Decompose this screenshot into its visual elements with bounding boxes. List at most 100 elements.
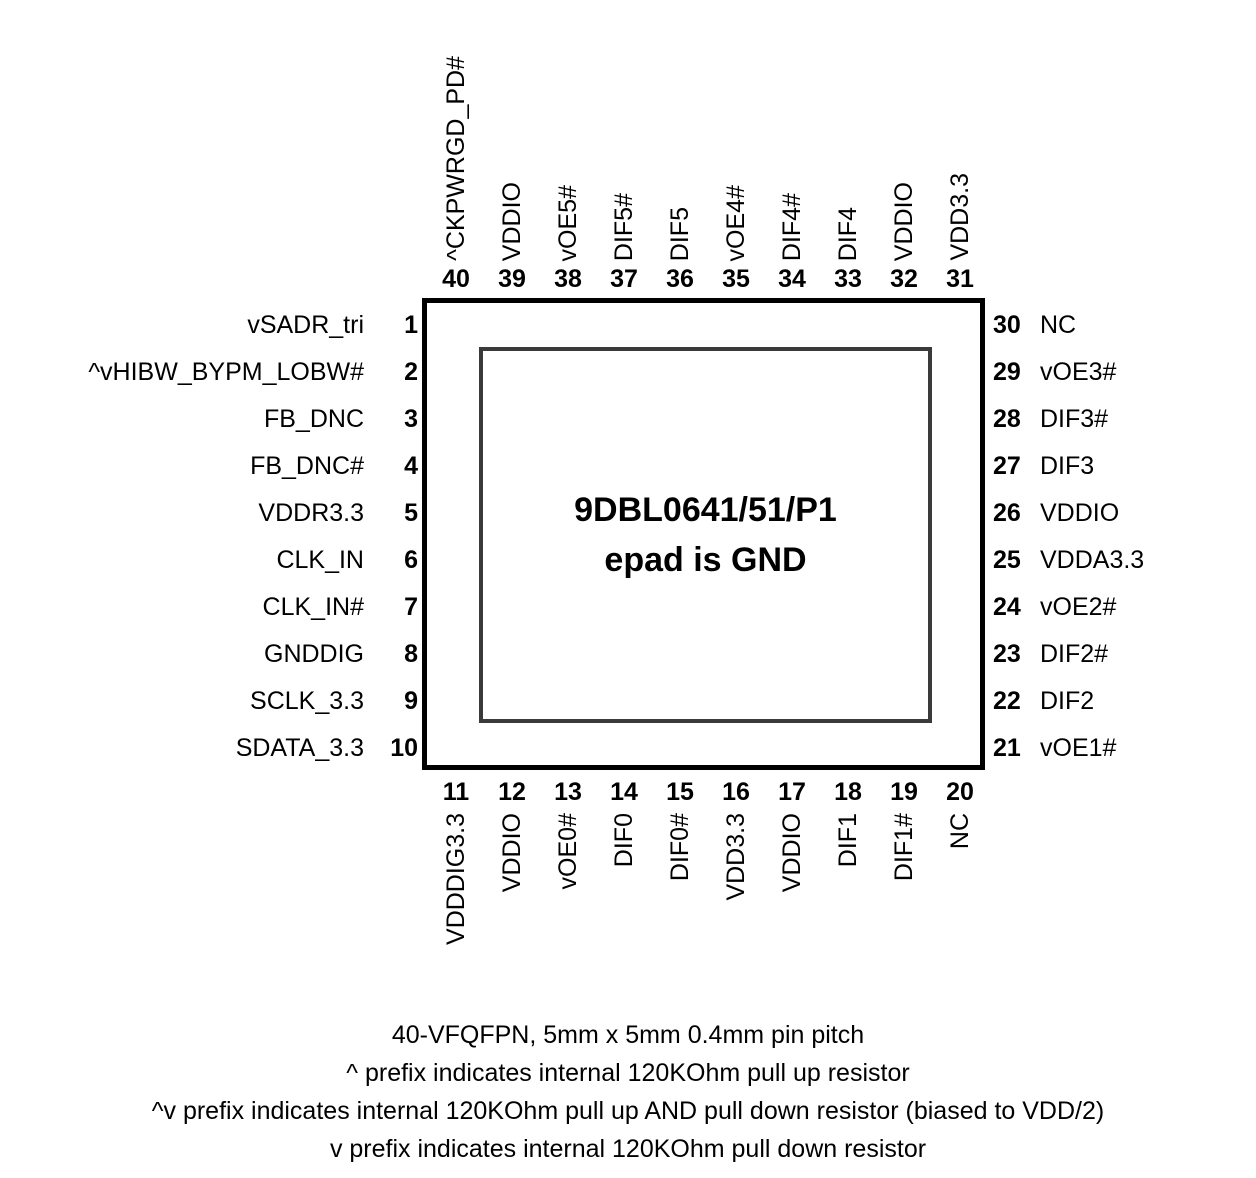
pin-label: DIF5# <box>609 192 638 261</box>
pin-label: DIF0 <box>609 813 638 868</box>
footer-notes: 40-VFQFPN, 5mm x 5mm 0.4mm pin pitch^ pr… <box>0 1016 1256 1168</box>
pin-label: VDDIO <box>1040 499 1120 527</box>
pin-row-left-2: ^vHIBW_BYPM_LOBW# 2 <box>88 349 418 396</box>
pin-label: DIF0# <box>665 813 694 882</box>
pin-number: 23 <box>993 640 1021 668</box>
pin-number: 27 <box>993 452 1021 480</box>
pin-label: FB_DNC <box>263 405 364 433</box>
pin-number: 16 <box>722 778 750 806</box>
pin-number: 39 <box>498 265 526 293</box>
pin-number: 33 <box>834 265 862 293</box>
pin-number: 28 <box>993 405 1021 433</box>
pin-label: DIF4# <box>777 192 806 261</box>
pin-number: 9 <box>404 687 418 715</box>
pin-col-top-35: vOE4# 35 <box>708 0 764 298</box>
pin-col-top-39: VDDIO 39 <box>484 0 540 298</box>
pin-label: vOE1# <box>1040 734 1117 762</box>
pin-label: NC <box>1040 311 1077 339</box>
pin-label: ^CKPWRGD_PD# <box>441 56 470 261</box>
pin-label: FB_DNC# <box>250 452 364 480</box>
pin-label: VDDIO <box>889 181 918 261</box>
pin-label: CLK_IN <box>276 546 364 574</box>
pin-label: DIF3# <box>1040 405 1109 433</box>
pin-number: 10 <box>390 734 418 762</box>
pin-label: vSADR_tri <box>247 311 364 339</box>
pin-row-left-7: CLK_IN# 7 <box>263 584 418 631</box>
pin-number: 11 <box>442 778 470 806</box>
pin-label: VDDIO <box>497 181 526 261</box>
pin-number: 7 <box>404 593 418 621</box>
pin-label: NC <box>945 813 974 850</box>
pin-number: 25 <box>993 546 1021 574</box>
pin-label: ^vHIBW_BYPM_LOBW# <box>88 358 364 386</box>
pin-row-left-5: VDDR3.3 5 <box>258 490 418 537</box>
pin-row-right-27: 27 DIF3 <box>993 443 1094 490</box>
pin-number: 22 <box>993 687 1021 715</box>
pin-row-left-3: FB_DNC 3 <box>264 396 418 443</box>
pin-label: vOE0# <box>553 813 582 890</box>
epad-outline <box>479 347 932 723</box>
pin-label: VDDIO <box>497 813 526 893</box>
pin-row-right-24: 24 vOE2# <box>993 584 1116 631</box>
pin-number: 24 <box>993 593 1021 621</box>
pin-number: 2 <box>404 358 418 386</box>
pin-row-left-10: SDATA_3.3 10 <box>236 725 418 772</box>
pin-label: VDDDIG3.3 <box>441 813 470 945</box>
pin-number: 19 <box>890 778 918 806</box>
pin-label: VDD3.3 <box>945 173 974 261</box>
footer-note-1: 40-VFQFPN, 5mm x 5mm 0.4mm pin pitch <box>391 1021 865 1049</box>
pin-number: 17 <box>778 778 806 806</box>
pin-number: 21 <box>993 734 1021 762</box>
pin-number: 18 <box>834 778 862 806</box>
pin-row-right-23: 23 DIF2# <box>993 631 1108 678</box>
pin-label: CLK_IN# <box>262 593 364 621</box>
pin-label: SDATA_3.3 <box>235 734 364 762</box>
pin-label: vOE4# <box>721 184 750 261</box>
pin-number: 6 <box>404 546 418 574</box>
pin-number: 38 <box>554 265 582 293</box>
pin-number: 3 <box>404 405 418 433</box>
pin-label: GNDDIG <box>264 640 364 668</box>
footer-note-4: v prefix indicates internal 120KOhm pull… <box>329 1135 927 1163</box>
pin-number: 30 <box>993 311 1021 339</box>
pin-col-top-32: VDDIO 32 <box>876 0 932 298</box>
pin-label: VDDIO <box>777 813 806 893</box>
pin-number: 1 <box>404 311 418 339</box>
pin-label: DIF2# <box>1040 640 1109 668</box>
pin-label: vOE2# <box>1040 593 1117 621</box>
pin-number: 4 <box>404 452 418 480</box>
pin-label: VDDR3.3 <box>258 499 364 527</box>
pin-row-left-4: FB_DNC# 4 <box>250 443 418 490</box>
pin-number: 35 <box>722 265 750 293</box>
pin-number: 20 <box>946 778 974 806</box>
pin-number: 36 <box>666 265 694 293</box>
pin-row-right-30: 30 NC <box>993 302 1076 349</box>
pin-label: DIF1# <box>889 813 918 882</box>
pin-number: 15 <box>666 778 694 806</box>
pin-number: 40 <box>442 265 470 293</box>
pin-number: 12 <box>498 778 526 806</box>
pin-number: 32 <box>890 265 918 293</box>
pin-label: vOE3# <box>1040 358 1117 386</box>
pin-label: DIF3 <box>1040 452 1095 480</box>
pin-col-top-34: DIF4#34 <box>764 0 820 298</box>
pin-number: 5 <box>404 499 418 527</box>
